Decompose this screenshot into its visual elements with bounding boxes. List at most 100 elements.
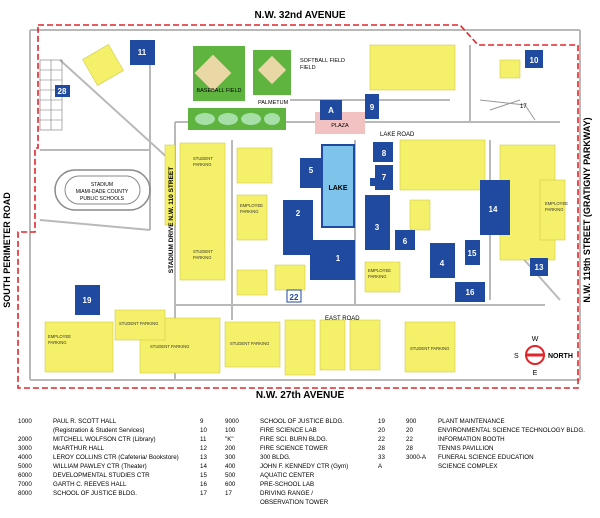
legend-name: SCHOOL OF JUSTICE BLDG. xyxy=(53,490,138,497)
svg-text:4: 4 xyxy=(440,259,445,268)
stadium: STADIUM MIAMI-DADE COUNTY PUBLIC SCHOOLS xyxy=(54,169,151,211)
legend-name: FUNERAL SCIENCE EDUCATION xyxy=(438,454,534,461)
compass: W E S NORTH xyxy=(514,336,573,377)
legend-name: PAUL R. SCOTT HALL xyxy=(53,418,117,425)
svg-text:EMPLOYEE: EMPLOYEE xyxy=(240,203,263,208)
svg-text:8: 8 xyxy=(382,149,387,158)
legend-number: 12 xyxy=(200,445,207,452)
parking-labels: STUDENT PARKING STUDENT PARKING EMPLOYEE… xyxy=(48,156,568,351)
plaza-label: PLAZA xyxy=(331,123,349,129)
svg-text:15: 15 xyxy=(468,249,477,258)
legend-code: 7000 xyxy=(18,481,32,488)
lake: LAKE xyxy=(321,144,355,228)
svg-text:6: 6 xyxy=(403,237,408,246)
svg-text:PARKING: PARKING xyxy=(368,274,387,279)
legend-number: 9 xyxy=(200,418,204,425)
svg-text:FIELD: FIELD xyxy=(300,65,316,71)
legend-code: 8000 xyxy=(18,490,32,497)
legend-code: 100 xyxy=(225,427,236,434)
legend-code: 900 xyxy=(406,418,417,425)
svg-text:EMPLOYEE: EMPLOYEE xyxy=(48,334,71,339)
compass-east: E xyxy=(533,370,538,377)
svg-text:19: 19 xyxy=(83,296,92,305)
legend-code: 9000 xyxy=(225,418,239,425)
stadium-label: STADIUM xyxy=(91,182,113,188)
svg-text:1: 1 xyxy=(336,254,341,263)
legend-name: GARTH C. REEVES HALL xyxy=(53,481,127,488)
svg-text:STUDENT PARKING: STUDENT PARKING xyxy=(230,341,269,346)
svg-text:28: 28 xyxy=(58,87,67,96)
legend-code: "K" xyxy=(225,436,234,443)
campus-map: STADIUM MIAMI-DADE COUNTY PUBLIC SCHOOLS… xyxy=(2,10,592,401)
svg-text:PARKING: PARKING xyxy=(545,207,564,212)
road-left: SOUTH PERIMETER ROAD xyxy=(2,192,12,308)
legend-name: PRE-SCHOOL LAB xyxy=(260,481,315,488)
legend-name: OBSERVATION TOWER xyxy=(260,499,329,506)
svg-text:22: 22 xyxy=(290,293,299,302)
svg-text:EMPLOYEE: EMPLOYEE xyxy=(545,201,568,206)
legend-name: DEVELOPMENTAL STUDIES CTR xyxy=(53,472,150,479)
legend-number: 33 xyxy=(378,454,385,461)
road-east: EAST ROAD xyxy=(325,316,360,322)
svg-text:PARKING: PARKING xyxy=(240,209,259,214)
legend-name: FIRE SCIENCE LAB xyxy=(260,427,317,434)
svg-text:PARKING: PARKING xyxy=(193,255,212,260)
legend-name: AQUATIC CENTER xyxy=(260,472,315,479)
compass-south: S xyxy=(514,353,519,360)
athletic-fields: BASEBALL FIELD SOFTBALL FIELD FIELD PALM… xyxy=(188,46,345,130)
svg-text:5: 5 xyxy=(309,166,314,175)
svg-text:7: 7 xyxy=(382,173,387,182)
road-stadium-drive: STADIUM DRIVE N.W. 110 STREET xyxy=(168,167,175,273)
legend-code: 300 xyxy=(225,454,236,461)
building-17-label: 17 xyxy=(520,104,527,110)
legend-number: 14 xyxy=(200,463,207,470)
legend-name: TENNIS PAVILLION xyxy=(438,445,494,452)
road-lake: LAKE ROAD xyxy=(380,132,415,138)
legend-name: FIRE SCIENCE TOWER xyxy=(260,445,328,452)
legend-name: FIRE SCI. BURN BLDG. xyxy=(260,436,328,443)
svg-text:STUDENT PARKING: STUDENT PARKING xyxy=(119,321,158,326)
legend-code: 20 xyxy=(406,427,413,434)
buildings xyxy=(55,40,548,315)
svg-text:14: 14 xyxy=(489,205,498,214)
legend-number: 17 xyxy=(200,490,207,497)
legend-number: 20 xyxy=(378,427,385,434)
legend-number: A xyxy=(378,463,383,470)
legend-code: 4000 xyxy=(18,454,32,461)
legend-number: 28 xyxy=(378,445,385,452)
svg-text:EMPLOYEE: EMPLOYEE xyxy=(368,268,391,273)
legend-name: McARTHUR HALL xyxy=(53,445,105,452)
road-top: N.W. 32nd AVENUE xyxy=(254,10,345,21)
building-numbers: A 9 1 2 3 4 5 6 8 7 14 15 16 11 10 13 19… xyxy=(58,48,544,305)
legend-name: JOHN F. KENNEDY CTR (Gym) xyxy=(260,463,349,470)
compass-north: NORTH xyxy=(548,353,573,360)
legend-number: 16 xyxy=(200,481,207,488)
legend-code: 500 xyxy=(225,472,236,479)
svg-text:STUDENT: STUDENT xyxy=(193,156,213,161)
legend-name: (Registration & Student Services) xyxy=(53,427,145,434)
campus-boundary xyxy=(17,24,579,389)
stadium-sub2: PUBLIC SCHOOLS xyxy=(80,196,125,202)
svg-text:STUDENT PARKING: STUDENT PARKING xyxy=(410,346,449,351)
svg-text:3: 3 xyxy=(375,223,380,232)
lake-label: LAKE xyxy=(328,185,347,192)
svg-text:STUDENT PARKING: STUDENT PARKING xyxy=(150,344,189,349)
legend-code: 22 xyxy=(406,436,413,443)
legend-code: 5000 xyxy=(18,463,32,470)
parking-lots xyxy=(44,44,566,376)
legend-name: SCIENCE COMPLEX xyxy=(438,463,498,470)
road-right: N.W. 119th STREET (GRATIGNY PARKWAY) xyxy=(582,117,592,302)
legend-number: 22 xyxy=(378,436,385,443)
legend-code: 600 xyxy=(225,481,236,488)
legend-number: 10 xyxy=(200,427,207,434)
compass-west: W xyxy=(532,336,539,343)
legend-code: 28 xyxy=(406,445,413,452)
legend-code: 200 xyxy=(225,445,236,452)
legend-name: 300 BLDG. xyxy=(260,454,291,461)
baseball-label: BASEBALL FIELD xyxy=(196,88,241,94)
svg-text:13: 13 xyxy=(535,263,544,272)
svg-text:A: A xyxy=(328,106,334,115)
driving-range xyxy=(479,99,536,121)
softball-label: SOFTBALL FIELD xyxy=(300,58,345,64)
